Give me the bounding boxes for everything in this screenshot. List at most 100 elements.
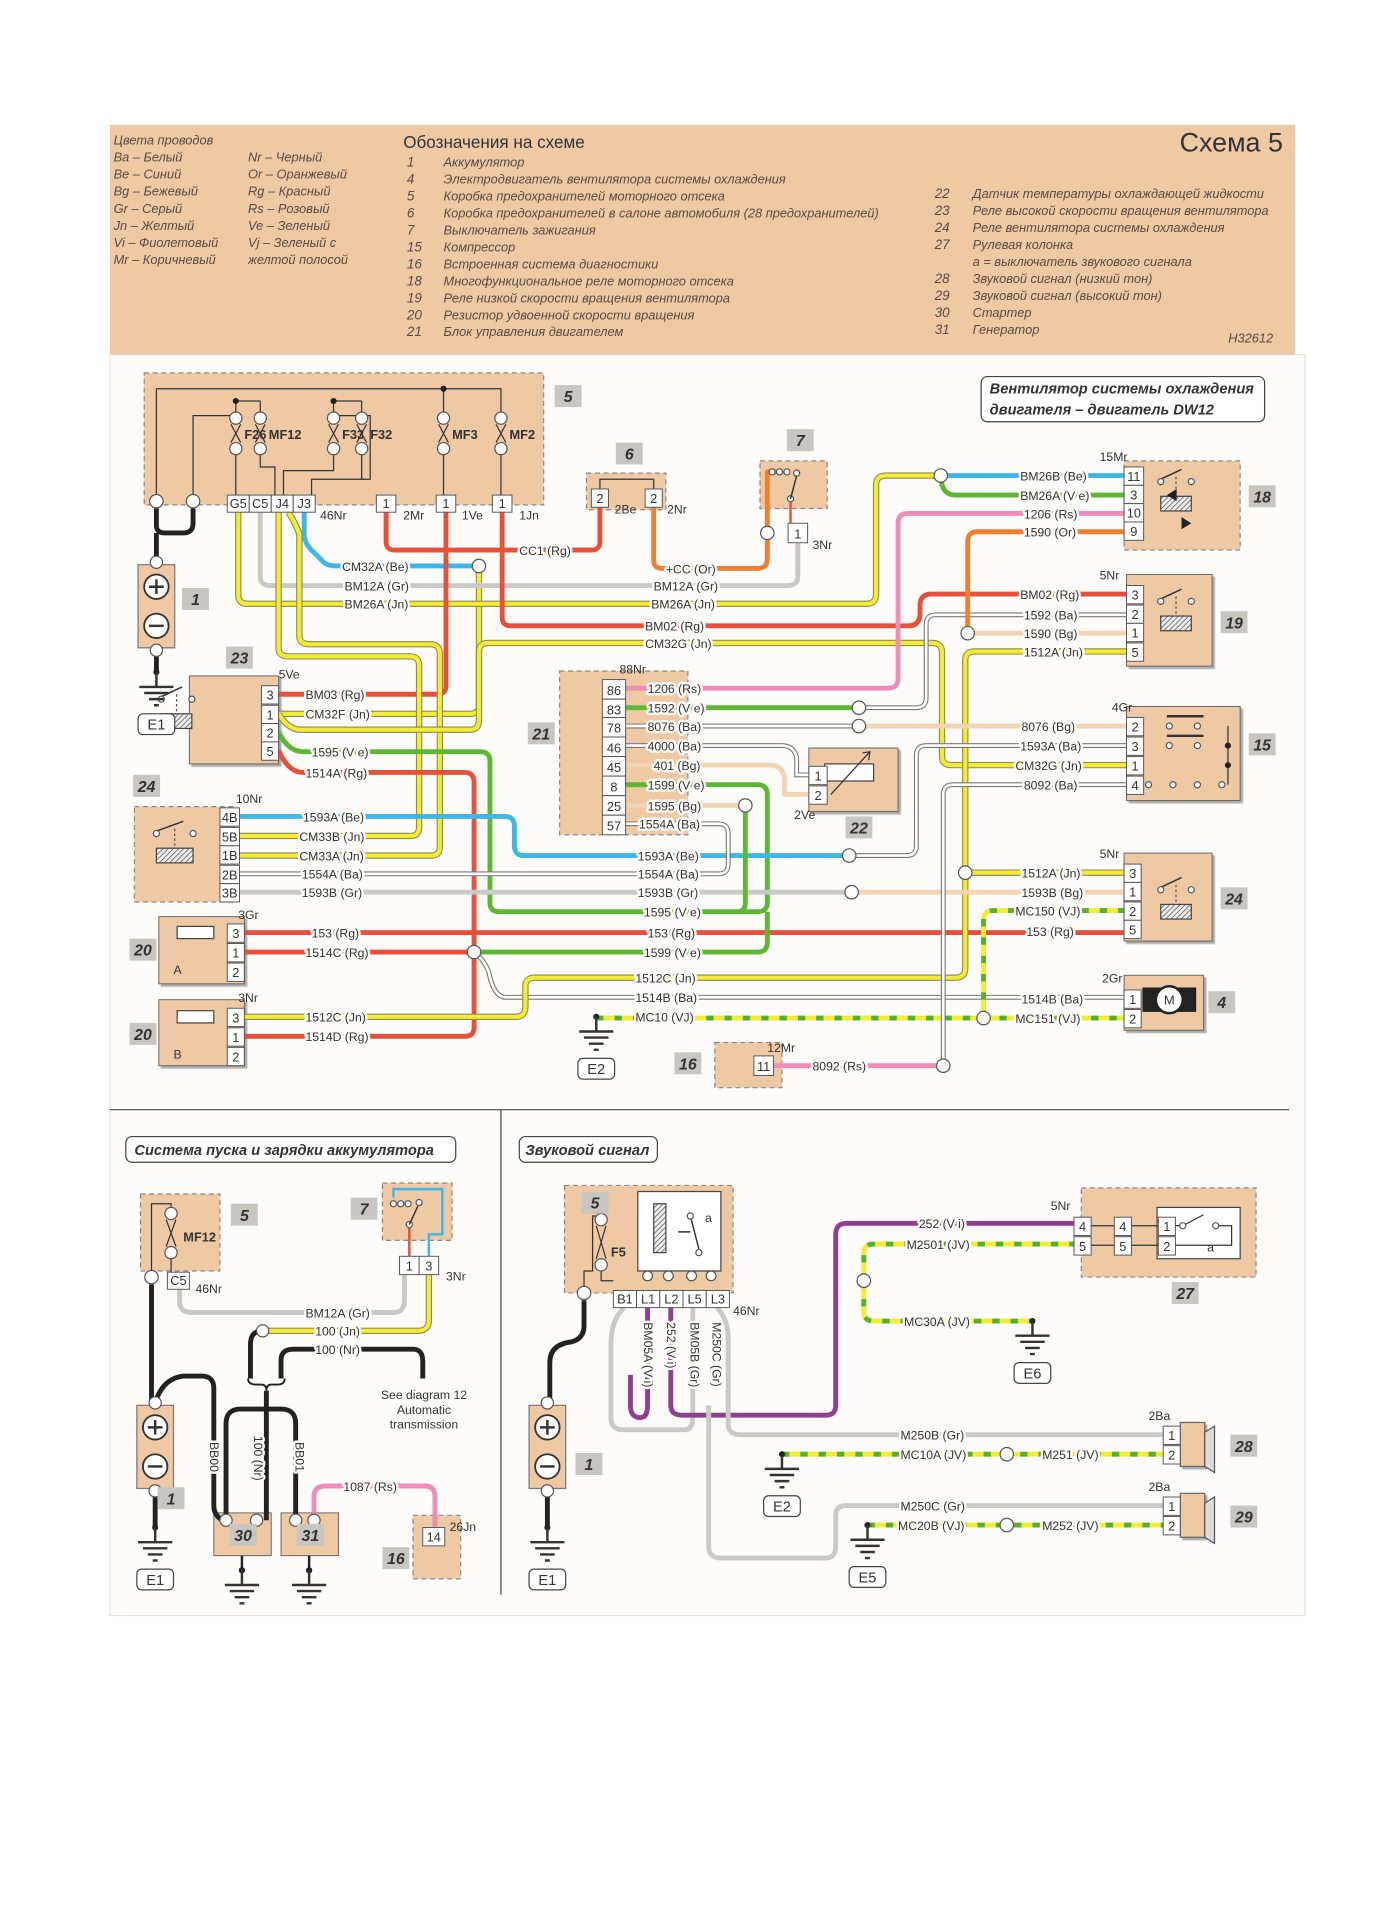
- wire-label: BM26A (Jn): [651, 598, 715, 612]
- component-number: 7: [360, 1202, 370, 1219]
- connector-pin: [260, 741, 280, 761]
- pin-label: 11: [757, 1059, 770, 1074]
- resistor-icon: [176, 1010, 215, 1024]
- connector-pin: [1126, 716, 1145, 737]
- wire-label: BM12A (Gr): [305, 1306, 369, 1320]
- splice-circle: [1157, 477, 1165, 486]
- junction-dot: [1224, 762, 1231, 769]
- pin-label: L3: [711, 1291, 725, 1306]
- splice-circle: [851, 718, 867, 734]
- fuse-label: F5: [611, 1244, 626, 1259]
- splice-circle: [1193, 781, 1202, 789]
- wire-color-item: Nr – Черный: [248, 150, 322, 165]
- connector-pin: [219, 807, 240, 827]
- wire-label: BM26B (Be): [1020, 469, 1086, 483]
- splice-circle: [1165, 741, 1173, 750]
- connector-pin: [1126, 585, 1145, 605]
- wire-vi: [668, 1220, 1074, 1418]
- splice-circle: [389, 1200, 398, 1208]
- relay-coil-icon: [1160, 615, 1192, 632]
- wire-label: MC10A (JV): [900, 1448, 966, 1462]
- splice-circle: [415, 1198, 423, 1207]
- fuse-terminal: [326, 411, 341, 425]
- component-tag-bg: [845, 816, 873, 839]
- splice-circle: [189, 829, 197, 838]
- connector-pin: [1162, 1425, 1181, 1445]
- legend-text: Блок управления двигателем: [444, 324, 624, 339]
- splice-circle: [1165, 722, 1173, 730]
- splice-circle: [255, 1324, 270, 1338]
- pin-label: 5: [266, 744, 273, 759]
- component-number: 19: [1225, 615, 1243, 632]
- fuse-box-5: [139, 1193, 221, 1272]
- header-panel: [109, 124, 1296, 355]
- wire-color-item: Bg – Бежевый: [114, 184, 198, 199]
- pin-label: 83: [607, 702, 621, 717]
- connector-pin: [1162, 1445, 1181, 1465]
- pin-label: 5: [1119, 1239, 1126, 1254]
- wire-rg: [244, 749, 477, 1039]
- relay-switch-icon: [160, 686, 183, 698]
- legend-text: Многофункциональное реле моторного отсек…: [444, 273, 734, 288]
- pin-label: 57: [607, 818, 621, 833]
- connector-pin: [590, 488, 609, 508]
- wire-nr: [152, 1373, 224, 1523]
- legend-text: Коробка предохранителей моторного отсека: [444, 188, 725, 203]
- ground-icon: [138, 1527, 173, 1562]
- fuse-label: MF12: [269, 427, 302, 442]
- splice-circle: [152, 829, 161, 838]
- pin-label: C5: [252, 496, 268, 511]
- wire-nr: [153, 508, 196, 560]
- wire-color-item: Rg – Красный: [248, 184, 330, 199]
- wire-label: 1590 (Bg): [1024, 627, 1078, 641]
- splice-circle: [540, 1396, 555, 1410]
- motor-icon: [1154, 985, 1184, 1015]
- harness-code: 2Be: [615, 502, 637, 516]
- wire-rg: [383, 507, 603, 553]
- legend-number: 4: [407, 171, 414, 186]
- wire-vj-stripe: [861, 1280, 1033, 1324]
- legend-number: 30: [935, 305, 950, 320]
- wire-label: M251 (JV): [1042, 1448, 1098, 1462]
- harness-code: 2Mr: [403, 509, 424, 523]
- wire-label: 1087 (Rs): [343, 1480, 397, 1494]
- diagram-reference-note: See diagram 12: [381, 1388, 467, 1402]
- legend-number: 19: [407, 290, 422, 305]
- connector-pin: [1123, 1008, 1142, 1029]
- brace-icon: [247, 1378, 286, 1391]
- harness-code: 46Nr: [733, 1304, 759, 1318]
- relay-coil-icon: [1160, 903, 1192, 920]
- wire-color-item: Or – Оранжевый: [248, 167, 347, 182]
- legend-number: 28: [934, 271, 950, 286]
- splice-circle: [1212, 1222, 1220, 1230]
- pin-label: 2: [650, 491, 657, 506]
- vertical-wire-label: 100 (Nr): [251, 1436, 265, 1481]
- legend-text: Компрессор: [444, 239, 516, 254]
- splice-circle: [705, 1270, 717, 1282]
- connector-pin: [753, 1055, 774, 1076]
- wire-bg: [625, 762, 809, 797]
- harness-code: 3Gr: [238, 908, 258, 922]
- fuse-terminal: [354, 411, 369, 425]
- splice-circle: [783, 468, 791, 476]
- component-number: 27: [1175, 1286, 1195, 1303]
- wire-label: BM12A (Gr): [654, 579, 718, 593]
- component-number: 15: [1253, 737, 1272, 754]
- wire-label: MC150 (VJ): [1015, 904, 1080, 918]
- connector-pin: [1126, 756, 1145, 776]
- component-tag-bg: [674, 1052, 702, 1075]
- pin-label: 2: [1132, 607, 1139, 622]
- wire-ve: [474, 911, 770, 955]
- component-number: 18: [1253, 489, 1271, 506]
- component-tag-bg: [296, 1523, 324, 1546]
- legend-text: a = выключатель звукового сигнала: [973, 254, 1192, 269]
- pin-label: 11: [1127, 469, 1140, 484]
- harness-code: 12Mr: [767, 1041, 795, 1055]
- connector-pin: [601, 814, 627, 836]
- component-tag-bg: [1208, 991, 1236, 1014]
- connector-pin: [1073, 1236, 1092, 1256]
- relay-switch-icon: [1160, 588, 1182, 600]
- component-tag-bg: [1230, 1505, 1258, 1528]
